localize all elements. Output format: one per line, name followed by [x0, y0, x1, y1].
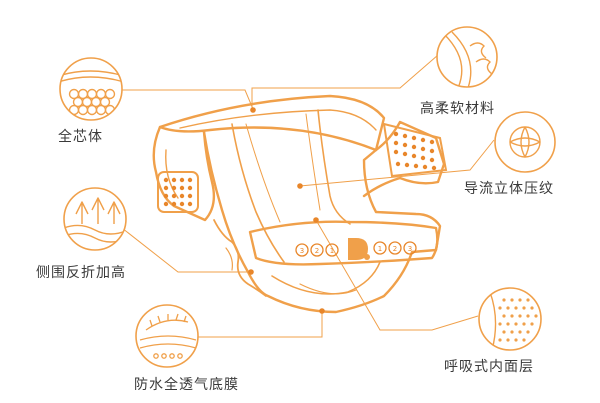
diaper-body: [202, 130, 442, 314]
leader-channel: [299, 139, 495, 187]
leader-inner: [315, 219, 479, 331]
cuff-airflow-icon: [63, 187, 127, 251]
front-mark-3: 1: [330, 247, 334, 255]
anchor-dots: [248, 107, 325, 314]
leader-top: [251, 54, 439, 110]
brand-logo-icon: [348, 238, 370, 260]
label-inner-layer: 呼吸式内面层: [444, 359, 534, 375]
label-backsheet: 防水全透气底膜: [134, 377, 239, 393]
front-mark-5: 2: [393, 245, 397, 253]
diaper-leg-cuff: [213, 219, 267, 297]
label-topsheet: 高柔软材料: [420, 101, 495, 117]
embossed-channel-icon: [494, 111, 556, 173]
front-mark-4: 1: [378, 245, 382, 253]
soft-material-icon: [436, 26, 498, 88]
label-channel: 导流立体压纹: [464, 181, 554, 197]
leader-lines: [120, 54, 495, 338]
diaper-front-waist: [248, 220, 439, 266]
leader-back: [196, 312, 323, 338]
front-mark-6: 3: [408, 245, 412, 253]
diaper-back-waist: [158, 94, 386, 152]
front-mark-1: 3: [300, 247, 304, 255]
left-tab-dots: [157, 171, 199, 213]
label-core: 全芯体: [58, 129, 103, 145]
backsheet-icon: [135, 304, 199, 368]
diaper-illustration: [152, 94, 446, 314]
core-layer-icon: [59, 57, 123, 121]
leader-core: [120, 89, 254, 110]
diaper-right-side: [362, 120, 446, 198]
front-mark-2: 2: [315, 247, 319, 255]
front-print: [295, 241, 417, 257]
label-cuff: 侧围反折加高: [36, 265, 126, 281]
right-tab-dots: [382, 122, 448, 178]
leader-cuff: [121, 227, 250, 273]
breathable-layer-icon: [478, 287, 542, 351]
